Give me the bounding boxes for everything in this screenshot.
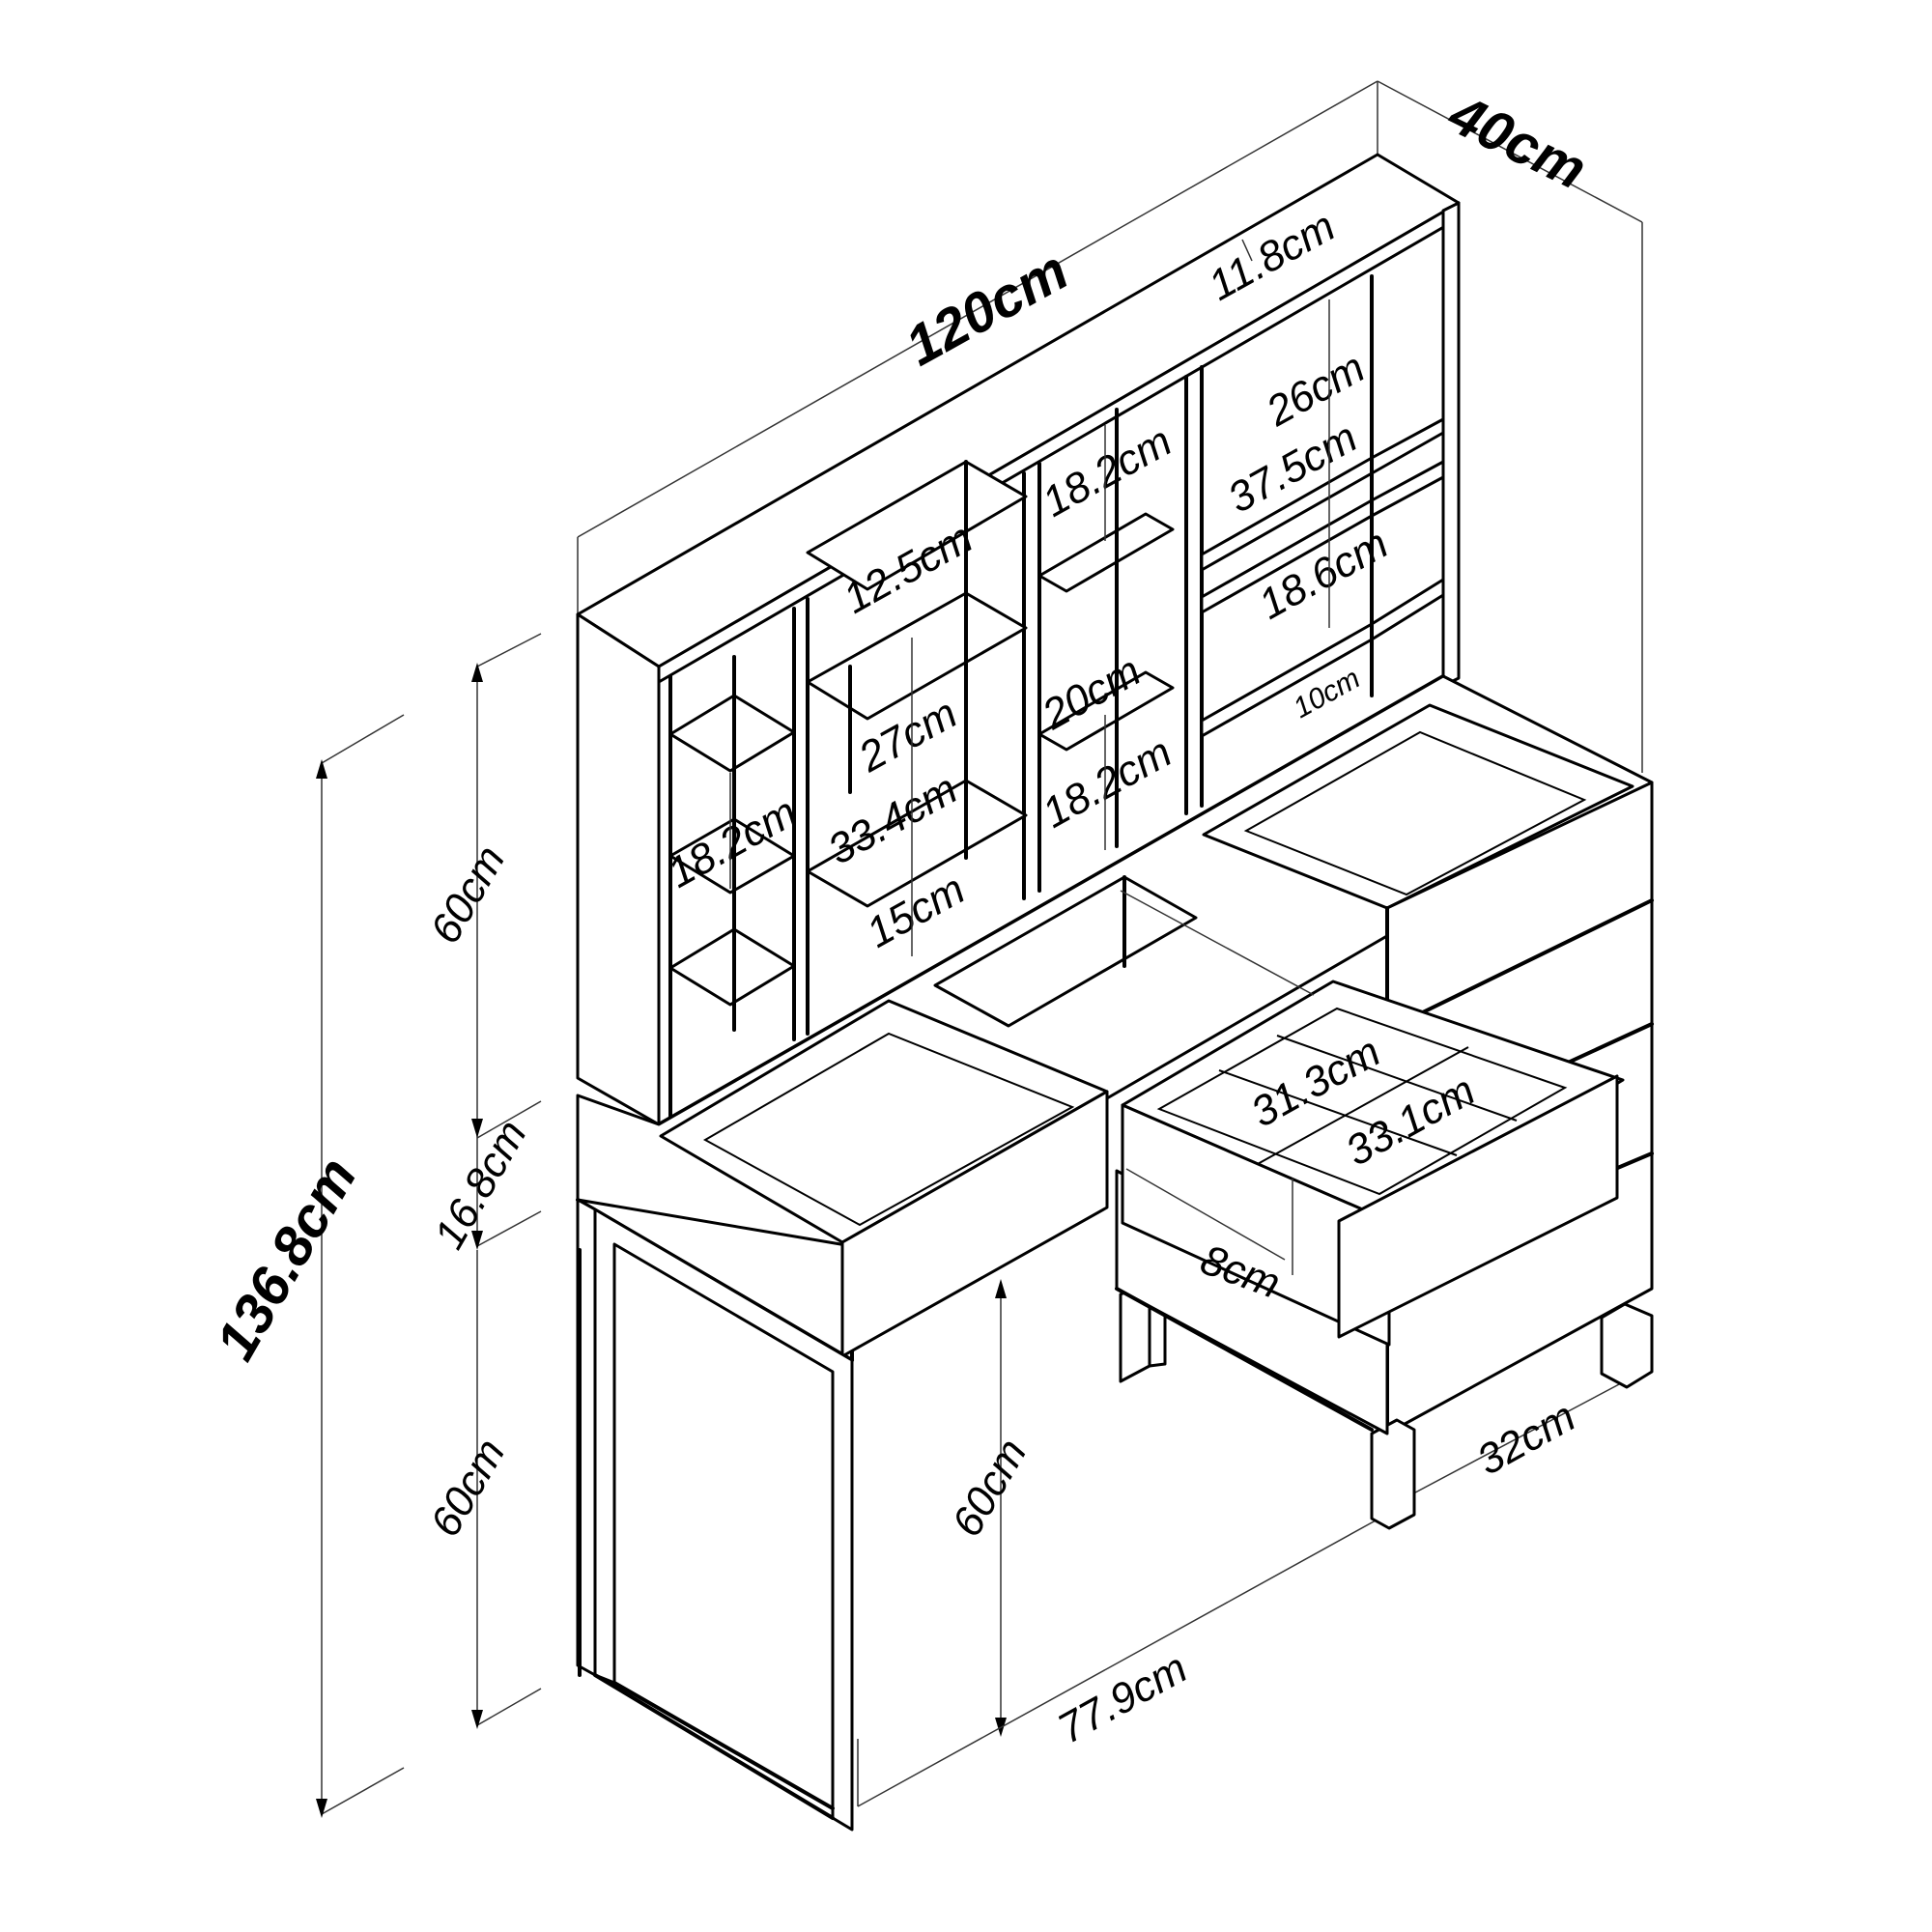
label-desk-height: 60cm xyxy=(943,1431,1036,1545)
label-drawer-unit-depth: 32cm xyxy=(1469,1393,1583,1485)
label-hutch-height: 60cm xyxy=(421,838,514,952)
label-right-upper: 26cm xyxy=(1258,344,1373,437)
dimension-lines xyxy=(316,80,1643,1818)
internal-arrows xyxy=(729,239,1330,1275)
label-leg-height: 60cm xyxy=(421,1431,514,1545)
desk-body xyxy=(576,674,1654,1832)
label-overall-depth: 40cm xyxy=(1438,82,1596,202)
label-overall-height: 136.8cm xyxy=(204,1148,369,1371)
hutch xyxy=(576,153,1461,1126)
